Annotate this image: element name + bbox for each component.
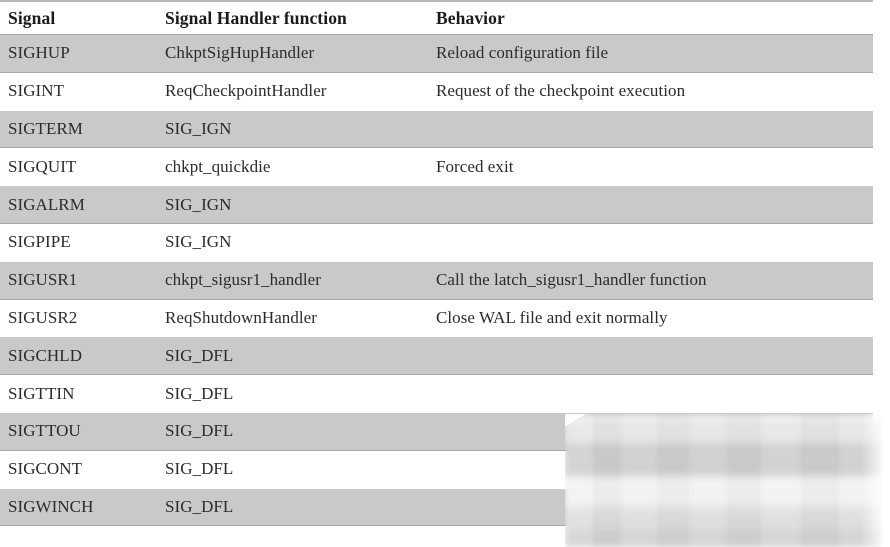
cell-behavior	[428, 109, 873, 149]
table-header: Signal Signal Handler function Behavior	[0, 0, 873, 35]
cell-handler: SIG_DFL	[157, 487, 428, 527]
table-row: SIGUSR1 chkpt_sigusr1_handler Call the l…	[0, 260, 873, 300]
cell-handler: chkpt_sigusr1_handler	[157, 260, 428, 300]
table-header-row: Signal Signal Handler function Behavior	[0, 0, 873, 35]
cell-signal: SIGUSR2	[0, 298, 157, 338]
cell-signal: SIGPIPE	[0, 222, 157, 262]
cell-signal: SIGCHLD	[0, 336, 157, 376]
cell-handler: SIG_DFL	[157, 449, 428, 489]
signal-handler-table: Signal Signal Handler function Behavior …	[0, 0, 873, 527]
table-row: SIGCONT SIG_DFL	[0, 449, 873, 489]
table-row: SIGTTOU SIG_DFL	[0, 411, 873, 451]
cell-handler: SIG_DFL	[157, 411, 428, 451]
cell-signal: SIGTTOU	[0, 411, 157, 451]
table-row: SIGUSR2 ReqShutdownHandler Close WAL fil…	[0, 298, 873, 338]
cell-behavior: Close WAL file and exit normally	[428, 298, 873, 338]
cell-handler: SIG_IGN	[157, 109, 428, 149]
cell-behavior: Call the latch_sigusr1_handler function	[428, 260, 873, 300]
cell-handler: SIG_DFL	[157, 336, 428, 376]
cell-signal: SIGTERM	[0, 109, 157, 149]
cell-handler: chkpt_quickdie	[157, 147, 428, 187]
table-row: SIGQUIT chkpt_quickdie Forced exit	[0, 147, 873, 187]
cell-handler: ChkptSigHupHandler	[157, 34, 428, 73]
cell-behavior	[428, 336, 873, 376]
cell-behavior: Forced exit	[428, 147, 873, 187]
table-row: SIGHUP ChkptSigHupHandler Reload configu…	[0, 34, 873, 73]
cell-behavior: Reload configuration file	[428, 34, 873, 73]
table-row: SIGPIPE SIG_IGN	[0, 222, 873, 262]
cell-behavior	[428, 411, 873, 451]
cell-signal: SIGUSR1	[0, 260, 157, 300]
cell-handler: SIG_DFL	[157, 374, 428, 413]
cell-behavior	[428, 222, 873, 262]
cell-signal: SIGWINCH	[0, 487, 157, 527]
column-header-handler: Signal Handler function	[157, 0, 428, 35]
table-row: SIGWINCH SIG_DFL	[0, 487, 873, 527]
column-header-behavior: Behavior	[428, 0, 873, 35]
table-row: SIGTERM SIG_IGN	[0, 109, 873, 149]
cell-handler: SIG_IGN	[157, 185, 428, 224]
cell-behavior	[428, 449, 873, 489]
table-row: SIGTTIN SIG_DFL	[0, 374, 873, 413]
cell-handler: ReqCheckpointHandler	[157, 71, 428, 111]
cell-behavior	[428, 185, 873, 224]
column-header-signal: Signal	[0, 0, 157, 35]
table-row: SIGALRM SIG_IGN	[0, 185, 873, 224]
table-body: SIGHUP ChkptSigHupHandler Reload configu…	[0, 34, 873, 527]
cell-behavior	[428, 487, 873, 527]
cell-signal: SIGALRM	[0, 185, 157, 224]
cell-handler: ReqShutdownHandler	[157, 298, 428, 338]
cell-signal: SIGTTIN	[0, 374, 157, 413]
cell-signal: SIGCONT	[0, 449, 157, 489]
table-row: SIGINT ReqCheckpointHandler Request of t…	[0, 71, 873, 111]
cell-signal: SIGQUIT	[0, 147, 157, 187]
cell-behavior	[428, 374, 873, 413]
cell-signal: SIGINT	[0, 71, 157, 111]
cell-signal: SIGHUP	[0, 34, 157, 73]
cell-handler: SIG_IGN	[157, 222, 428, 262]
table-row: SIGCHLD SIG_DFL	[0, 336, 873, 376]
cell-behavior: Request of the checkpoint execution	[428, 71, 873, 111]
